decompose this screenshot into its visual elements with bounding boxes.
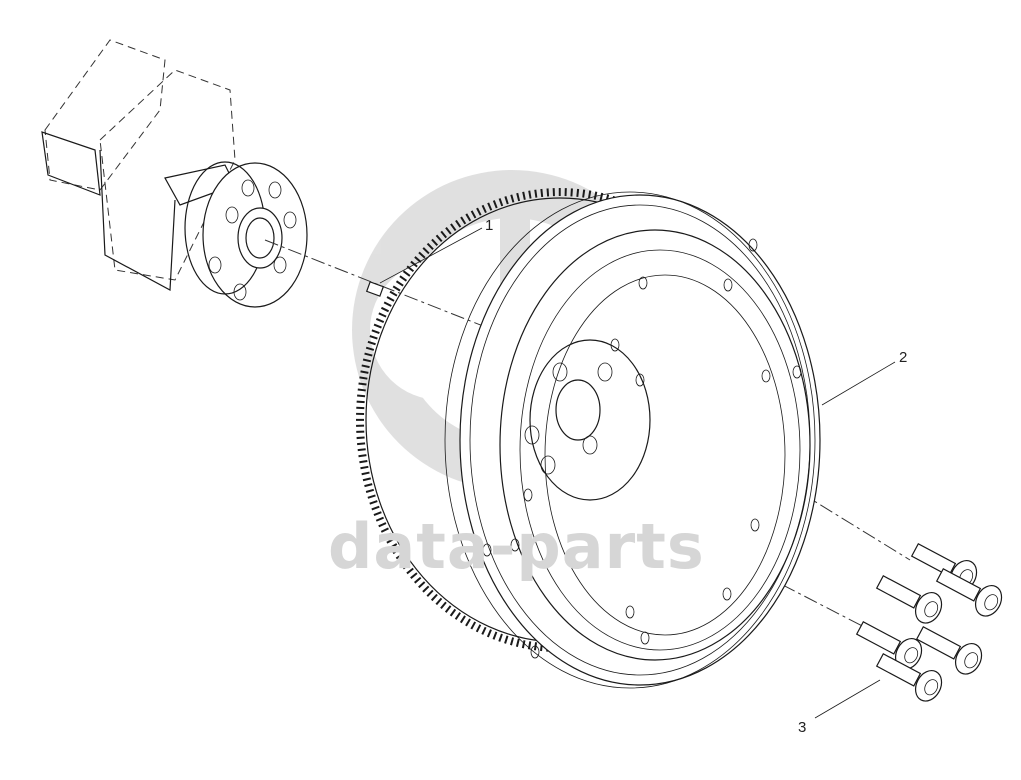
pin — [365, 281, 385, 297]
bolt-6 — [875, 653, 943, 702]
bolt-3 — [875, 575, 943, 624]
callout-2: 2 — [899, 349, 907, 366]
bolts — [855, 543, 1003, 702]
leader-line-3 — [814, 679, 881, 719]
bolt-4 — [915, 626, 983, 675]
callout-1: 1 — [485, 217, 493, 234]
watermark-text: data-parts — [328, 510, 705, 583]
bolt-2 — [935, 568, 1003, 617]
crankshaft — [41, 39, 308, 308]
flywheel — [356, 188, 821, 689]
callout-3: 3 — [798, 719, 806, 736]
leader-line-1 — [379, 227, 483, 284]
leader-line-2 — [821, 361, 896, 406]
bolt-5 — [855, 621, 923, 670]
